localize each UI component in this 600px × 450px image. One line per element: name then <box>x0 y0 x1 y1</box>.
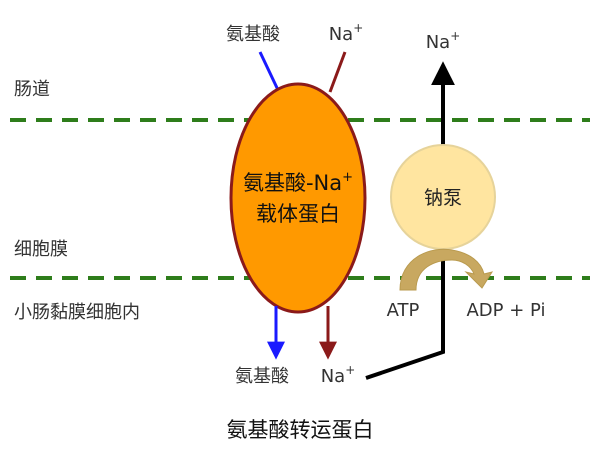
sodium-pump-label: 钠泵 <box>424 187 462 209</box>
bottom-na-label: Na+ <box>321 363 356 387</box>
region-intestine-label: 肠道 <box>14 79 50 100</box>
na-in-line <box>328 51 347 93</box>
carrier-label-line1: 氨基酸-Na+ <box>243 170 353 195</box>
carrier-label-line2: 载体蛋白 <box>256 202 340 226</box>
region-membrane-label: 细胞膜 <box>14 239 68 260</box>
top-amino-acid-label: 氨基酸 <box>226 24 280 45</box>
top-na-right-label: Na+ <box>426 29 461 53</box>
adp-pi-label: ADP + Pi <box>466 300 545 321</box>
amino-acid-in-line <box>258 51 280 91</box>
atp-hydrolysis-arrow <box>399 248 494 291</box>
top-na-left-label: Na+ <box>329 21 364 45</box>
region-cell-inside-label: 小肠黏膜细胞内 <box>14 302 140 323</box>
bottom-amino-acid-label: 氨基酸 <box>235 366 289 387</box>
diagram-caption: 氨基酸转运蛋白 <box>227 418 374 442</box>
carrier-protein <box>229 82 367 314</box>
atp-label: ATP <box>387 300 420 321</box>
